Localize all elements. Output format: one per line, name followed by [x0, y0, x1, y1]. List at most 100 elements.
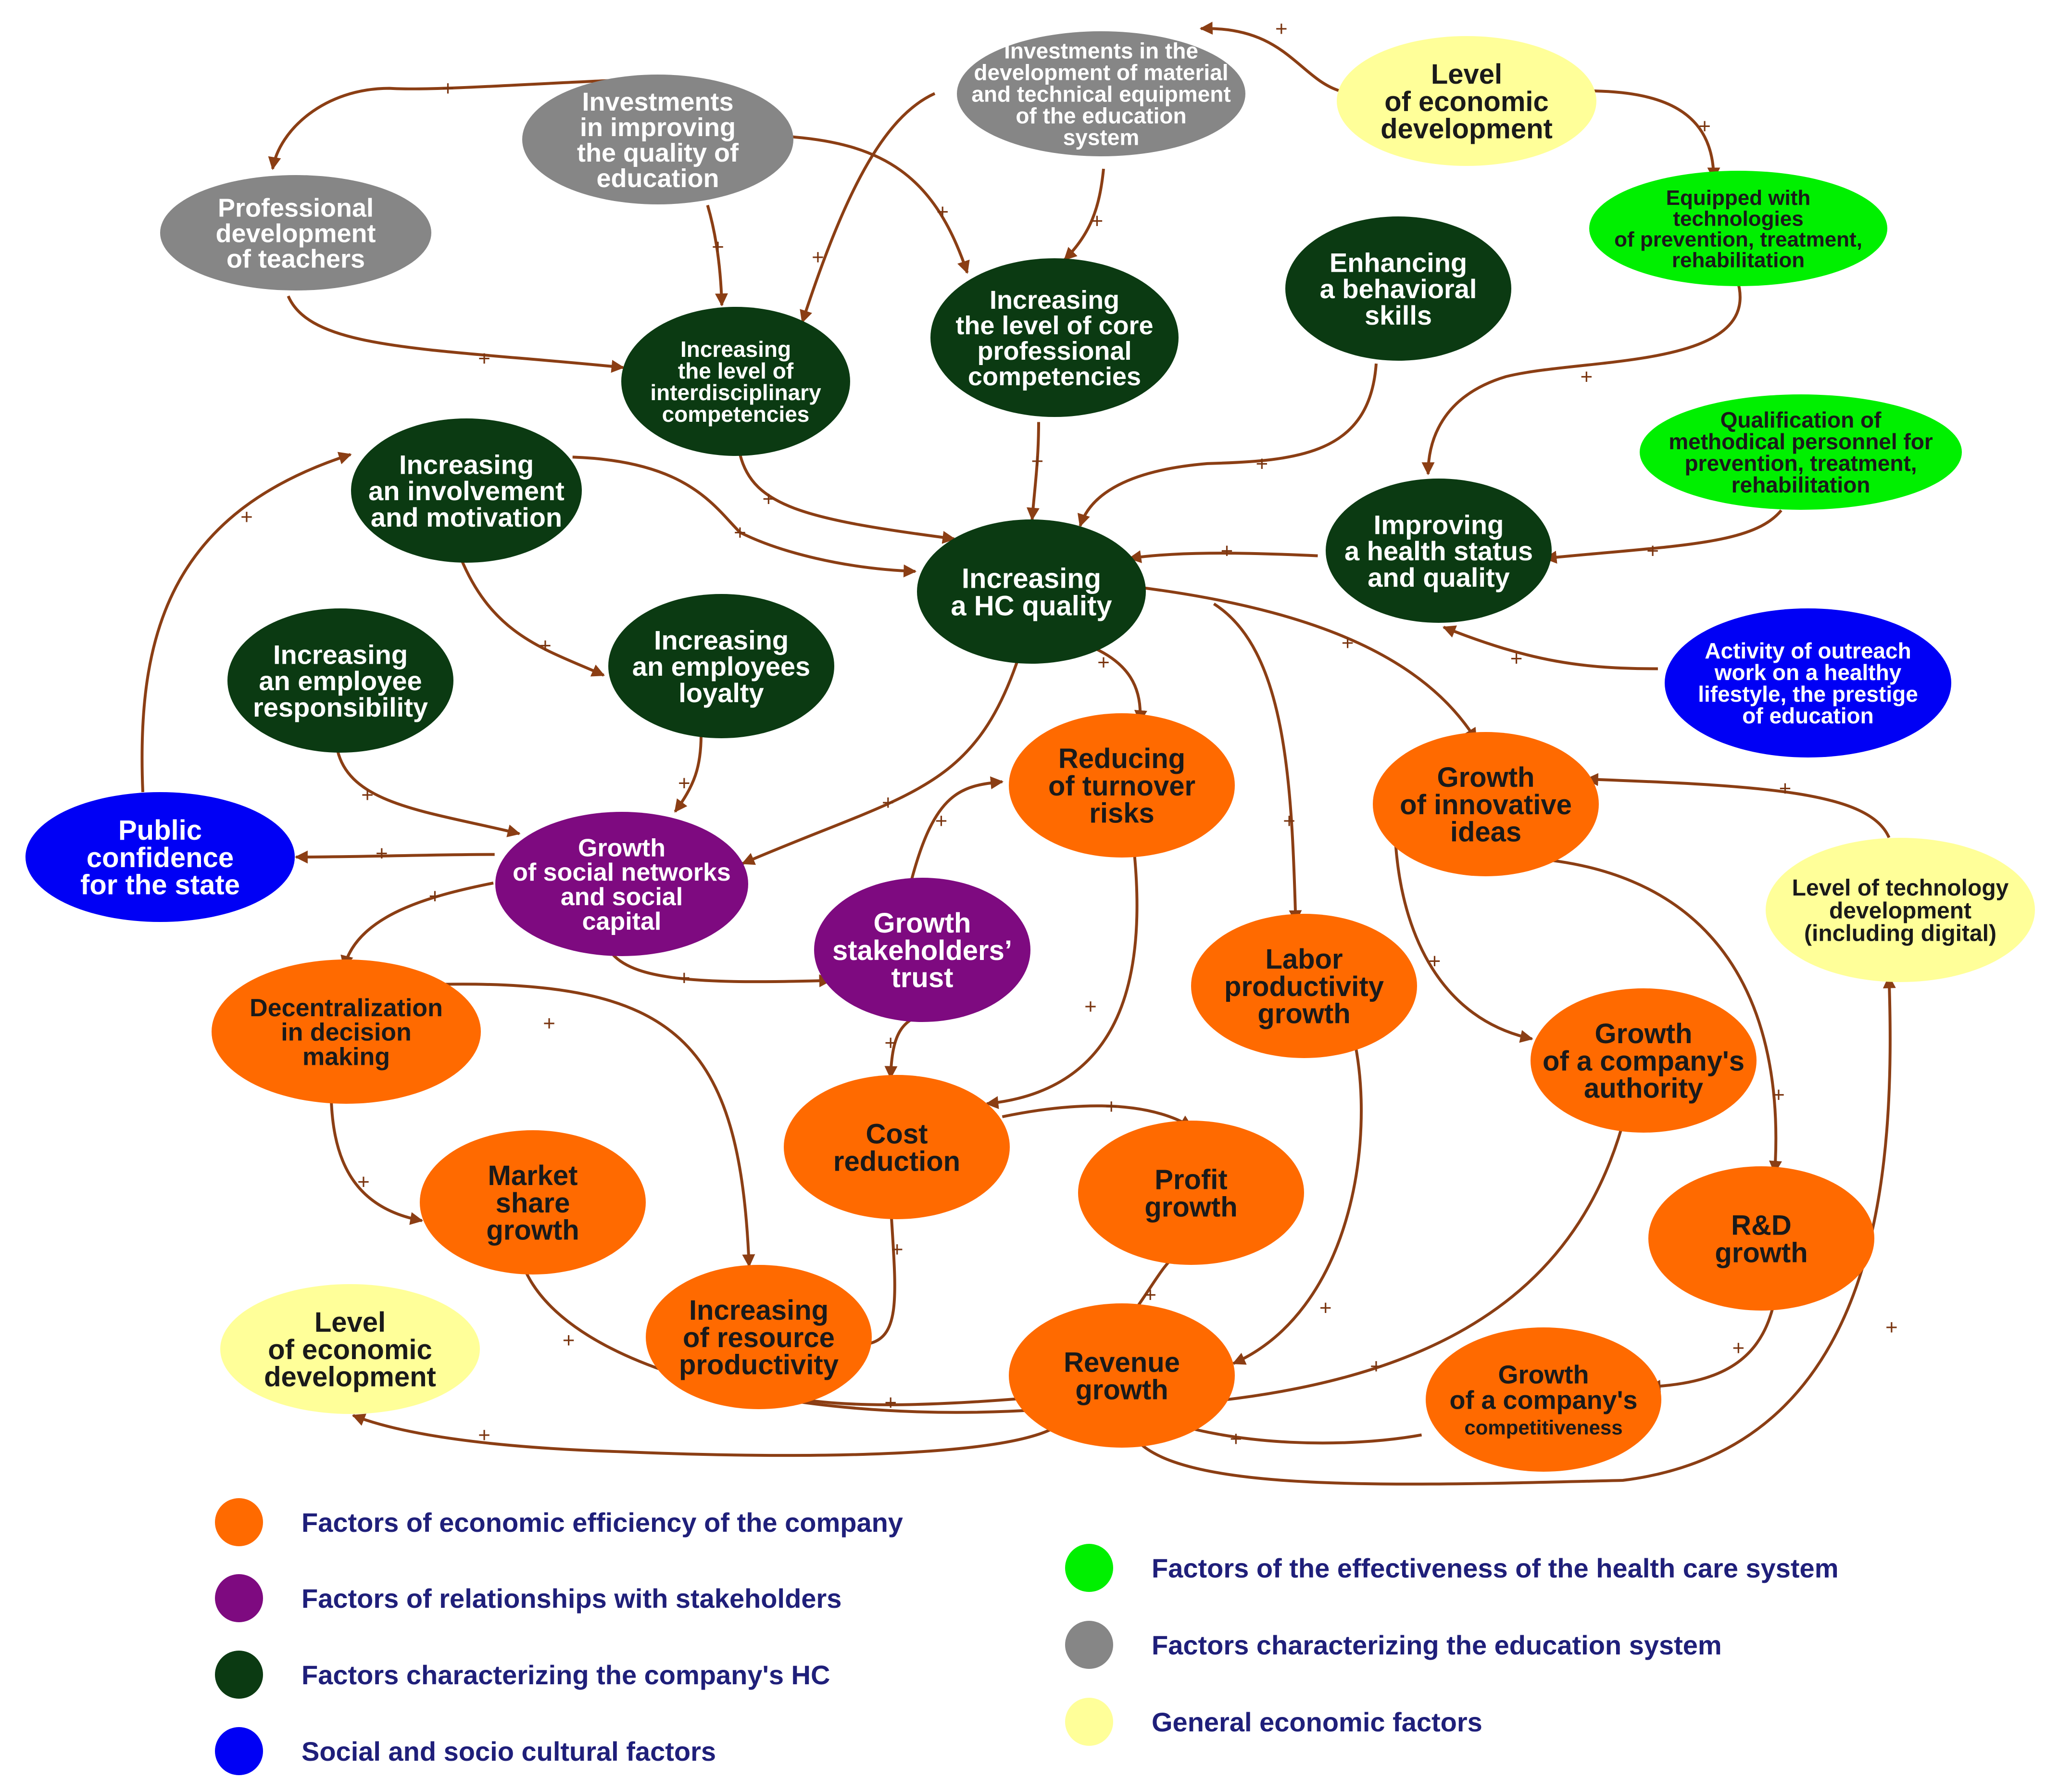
edge-innov-to-rnd: + — [1480, 857, 1795, 1176]
node-label-line: work on a healthy — [1714, 660, 1902, 685]
node-label-line: for the state — [80, 870, 240, 901]
edge-sign-label: + — [563, 1328, 575, 1352]
node-ellipse — [212, 959, 481, 1104]
node-label-line: reduction — [833, 1146, 960, 1177]
legend-item: Factors of the effectiveness of the heal… — [1065, 1544, 1839, 1592]
edge-arrow — [1065, 169, 1104, 260]
edge-interdisc-to-hc_quality: + — [740, 454, 958, 553]
edge-arrow — [142, 447, 354, 792]
edge-sign-label: + — [936, 200, 949, 224]
edge-public_conf-to-involvement: + — [142, 447, 354, 792]
node-label-line: competitiveness — [1464, 1416, 1622, 1439]
legend-label: Factors characterizing the company's HC — [301, 1660, 830, 1690]
edge-arrow — [461, 558, 607, 675]
edge-arrow — [1586, 91, 1732, 183]
legend-item: General economic factors — [1065, 1698, 1482, 1746]
node-label-line: and technical equipment — [971, 82, 1230, 107]
node-label-line: Increasing — [654, 625, 789, 655]
node-label-line: a behavioral — [1320, 274, 1477, 304]
node-label-line: Cost — [866, 1118, 928, 1149]
edge-arrow — [1088, 645, 1160, 726]
node-ellipse — [1589, 171, 1887, 286]
edge-inv_equip-to-core_comp: + — [1065, 169, 1104, 260]
node-ellipse — [522, 75, 793, 204]
edge-sign-label: + — [1885, 1315, 1898, 1339]
edge-outreach-to-health: + — [1440, 622, 1658, 670]
edge-enh_behav-to-hc_quality: + — [1073, 364, 1376, 530]
edge-arrow — [350, 1411, 1067, 1455]
node-label-line: Increasing — [990, 286, 1119, 315]
edge-sign-label: + — [734, 521, 746, 544]
edge-arrow — [292, 839, 495, 875]
edge-sign-label: + — [361, 783, 374, 807]
edge-arrow — [911, 767, 1006, 880]
edge-sign-label: + — [763, 487, 775, 511]
legend-item: Factors characterizing the company's HC — [215, 1651, 830, 1699]
node-label-line: Level — [314, 1307, 386, 1338]
node-label-line: capital — [582, 908, 662, 935]
edge-sign-label: + — [539, 634, 552, 657]
edge-qual_meth-to-health: + — [1541, 510, 1781, 573]
node-label-line: professional — [977, 337, 1131, 366]
legend-item: Factors of relationships with stakeholde… — [215, 1574, 841, 1622]
edge-hc_quality-to-turnover: + — [1088, 645, 1160, 726]
edge-sign-label: + — [1510, 647, 1523, 670]
legend-item: Social and socio cultural factors — [215, 1727, 716, 1775]
node-ellipse — [495, 812, 748, 956]
node-label-line: growth — [1075, 1374, 1168, 1405]
node-label-line: the level of core — [955, 311, 1153, 340]
node-ellipse — [814, 878, 1030, 1022]
node-label-line: development — [264, 1362, 436, 1393]
legend-label: General economic factors — [1152, 1707, 1482, 1737]
edge-sign-label: + — [678, 771, 690, 795]
node-label-line: of the education — [1016, 103, 1186, 128]
edge-arrow — [1396, 844, 1536, 1049]
node-label-line: Growth — [1437, 762, 1535, 793]
node-label-line: growth — [1715, 1237, 1808, 1268]
edge-arrow — [1214, 604, 1313, 926]
legend-swatch — [215, 1727, 263, 1775]
edge-sign-label: + — [882, 791, 894, 815]
legend-swatch — [215, 1574, 263, 1622]
node-label-line: productivity — [1224, 971, 1384, 1002]
legend-swatch — [1065, 1621, 1113, 1669]
edge-arrow — [1541, 510, 1781, 573]
edge-sign-label: + — [884, 1391, 897, 1414]
node-label-line: of education — [1742, 703, 1873, 728]
node-label-line: Labor — [1265, 944, 1343, 975]
node-label-line: of a company's — [1450, 1386, 1638, 1414]
edge-sign-label: + — [1581, 365, 1593, 389]
edge-arrow — [1073, 364, 1376, 530]
node-label-line: lifestyle, the prestige — [1698, 681, 1918, 707]
node-label-line: competencies — [968, 362, 1141, 391]
edge-sign-label: + — [1275, 17, 1288, 40]
edge-sign-label: + — [1031, 450, 1043, 473]
node-ellipse — [1640, 394, 1962, 510]
node-label-line: education — [596, 164, 719, 193]
edges-layer: ++++++++++++++++++++++++++++++++++++++++… — [142, 10, 1908, 1484]
node-ellipse — [1009, 713, 1235, 858]
node-label-line: Public — [118, 815, 202, 846]
edge-sign-label: + — [1319, 1296, 1332, 1320]
node-ellipse — [1326, 479, 1552, 623]
node-label-line: and motivation — [371, 502, 562, 532]
legend: Factors of economic efficiency of the co… — [215, 1498, 1839, 1775]
edge-inv_equip-to-interdisc: + — [795, 93, 935, 326]
edge-sign-label: + — [478, 1424, 490, 1447]
edge-sign-label: + — [1105, 1095, 1117, 1118]
edge-sign-label: + — [442, 77, 454, 101]
node-label-line: development — [1829, 898, 1971, 923]
legend-item: Factors characterizing the education sys… — [1065, 1621, 1722, 1669]
node-label-line: development of material — [974, 60, 1228, 85]
